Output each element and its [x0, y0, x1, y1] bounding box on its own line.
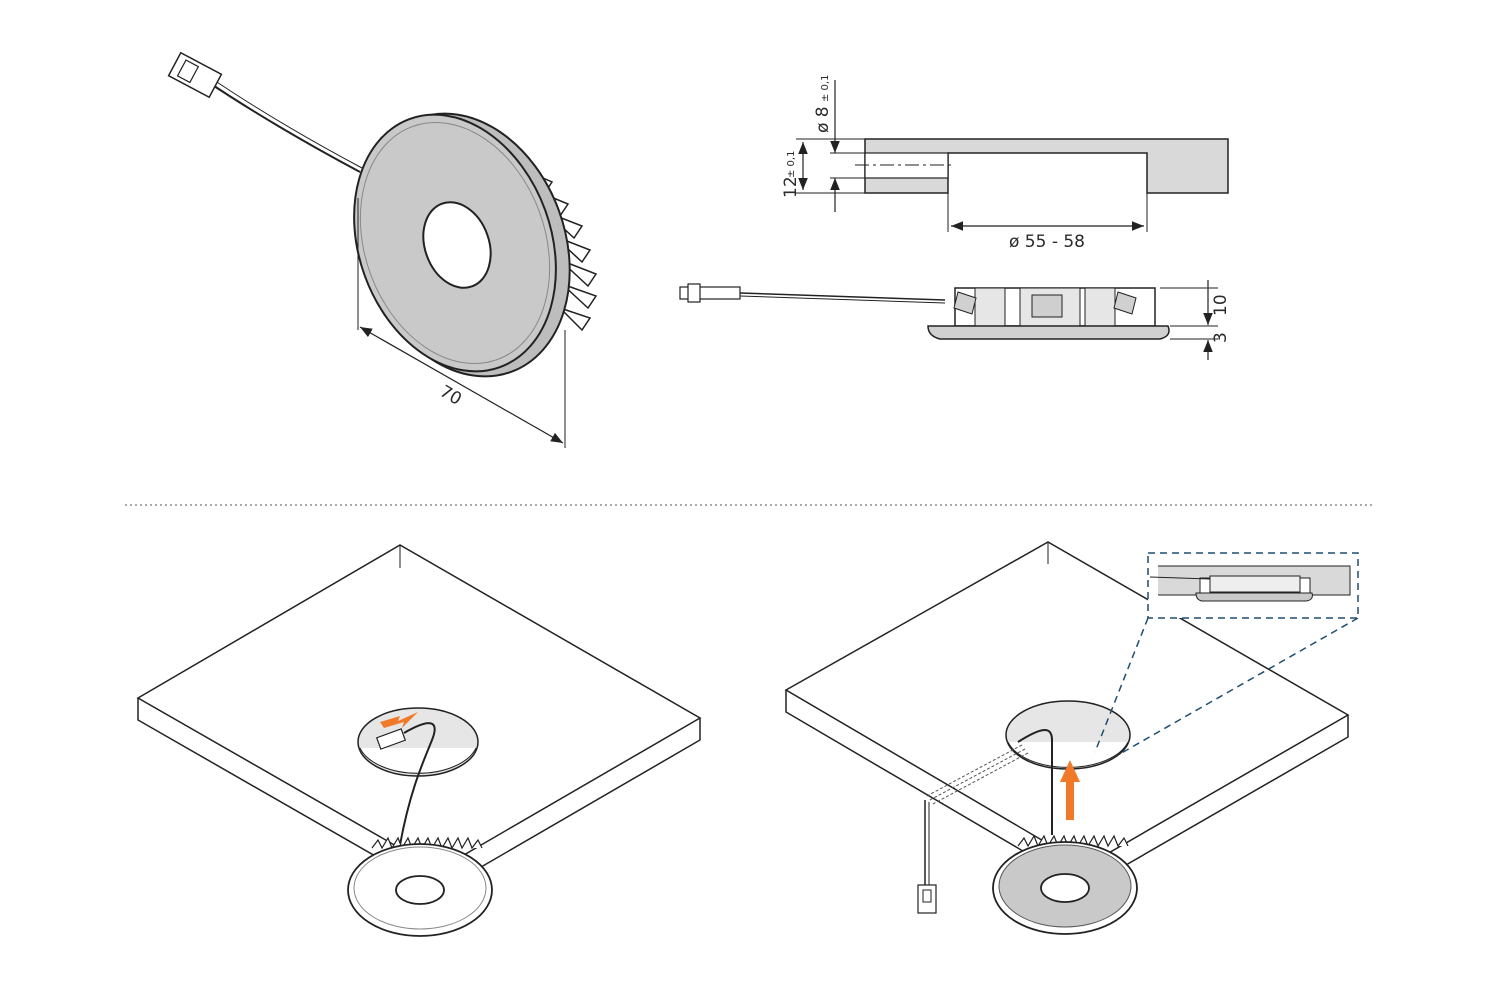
hole-depth-tolerance: ± 0,1: [786, 151, 797, 178]
flange-height-label: 3: [1211, 332, 1231, 343]
total-height-label: 10: [1211, 294, 1231, 316]
installation-step-connect: [136, 544, 702, 937]
cutout-section-view: ø 8 ± 0,1 12 ± 0,1 ø 55 - 58: [781, 75, 1229, 252]
arrow-left-icon: [380, 712, 418, 728]
installation-step-insert: [784, 541, 1359, 935]
dimension-70-label: 70: [436, 382, 465, 410]
dimension-heights: 3 10: [1160, 280, 1231, 360]
hole-diameter-tolerance: ± 0,1: [820, 75, 831, 102]
dimension-cutout-diameter: ø 55 - 58: [947, 193, 1148, 252]
detail-callout: [1094, 552, 1359, 756]
hole-diameter-label: ø 8: [813, 106, 833, 133]
dimension-hole-depth: 12 ± 0,1: [781, 138, 865, 198]
arrow-up-icon: [1060, 760, 1080, 820]
luminaire-isometric-view: 70: [167, 51, 598, 448]
light-aperture: [422, 201, 492, 289]
dimension-hole-diameter: ø 8 ± 0,1: [813, 75, 870, 212]
hole-depth-label: 12: [781, 176, 801, 198]
cutout-diameter-label: ø 55 - 58: [1009, 232, 1085, 252]
luminaire-side-view: 3 10: [679, 280, 1231, 360]
connector-plug: [167, 51, 223, 99]
